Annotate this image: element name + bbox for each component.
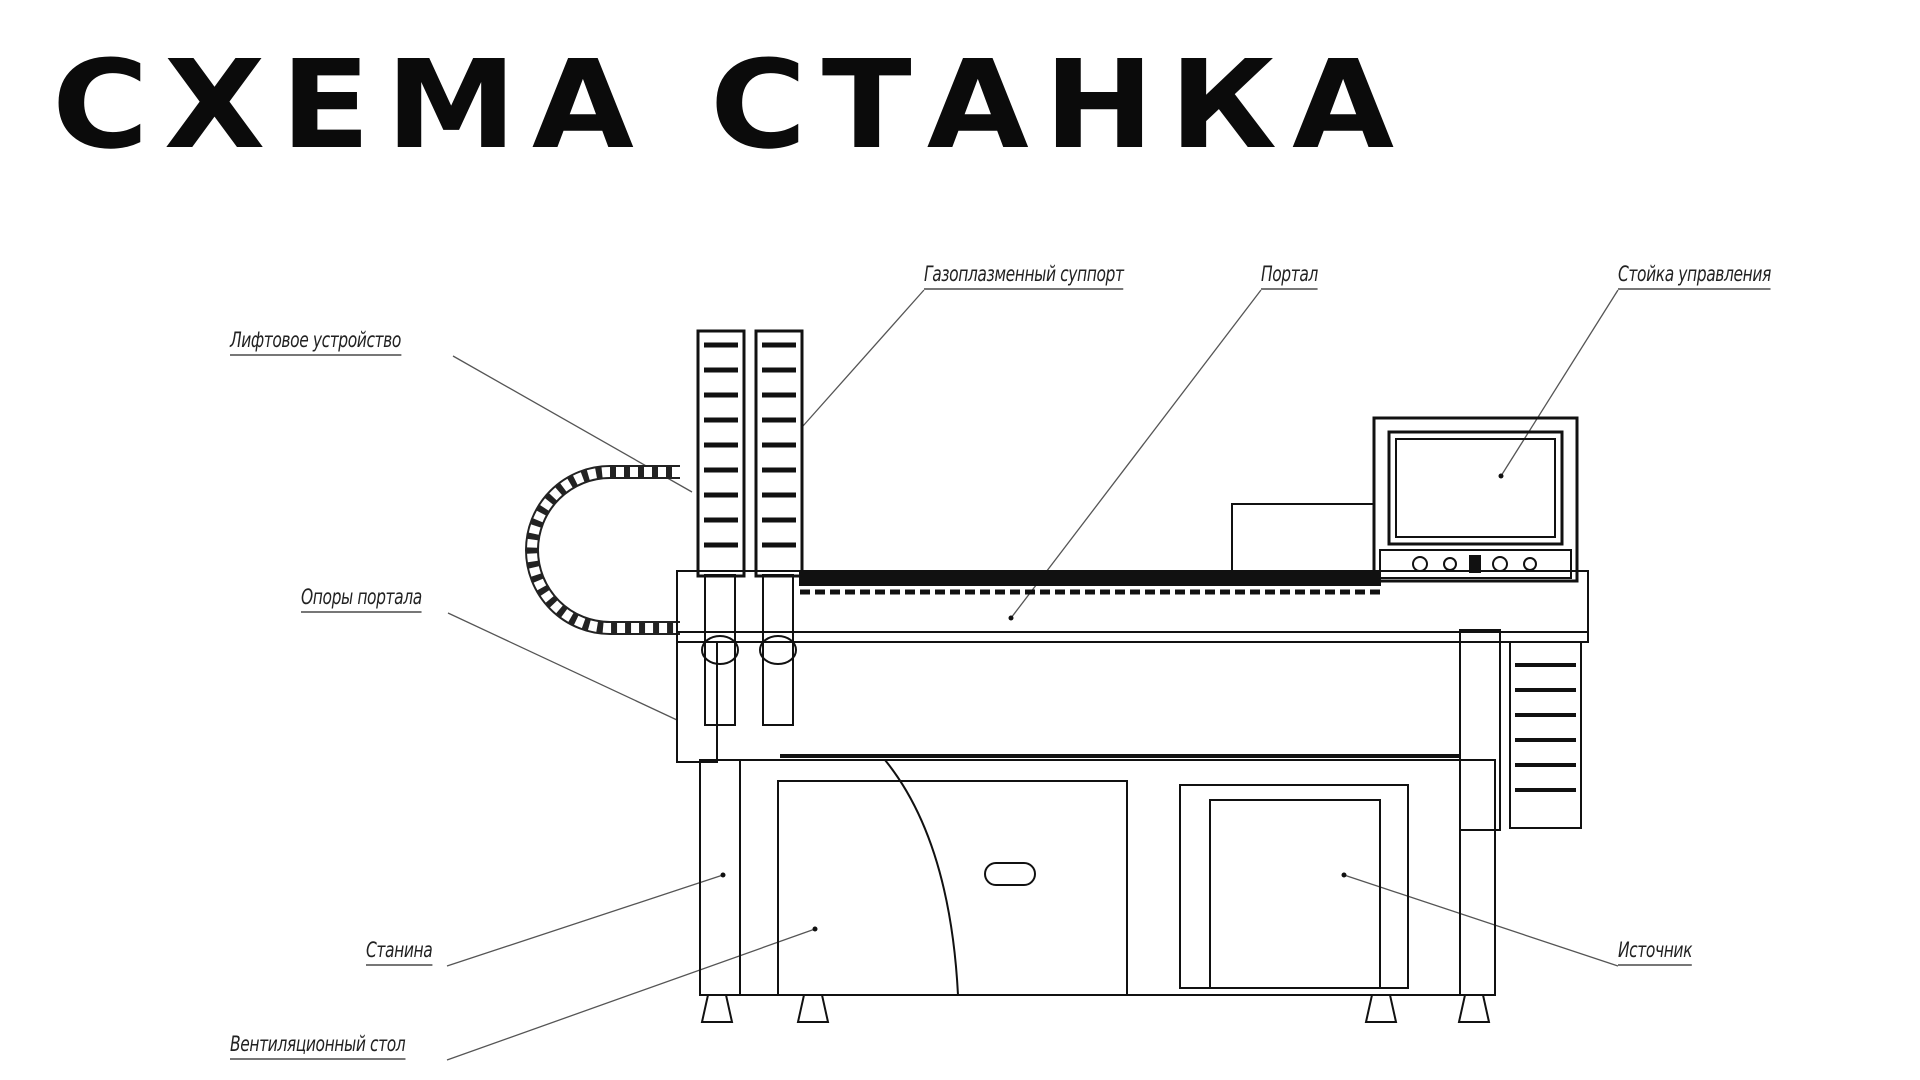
label-ventilation-table: Вентиляционный стол <box>230 1032 406 1060</box>
control-stand <box>1372 416 1579 583</box>
torches <box>701 574 797 726</box>
vertical-cable-chains <box>696 329 804 578</box>
label-gas-plasma-support: Газоплазменный суппорт <box>924 262 1124 290</box>
label-source: Источник <box>1618 938 1692 966</box>
feet <box>700 994 1491 1023</box>
machine-frame <box>699 754 1496 996</box>
leader-lines <box>446 289 1619 1061</box>
label-portal-supports: Опоры портала <box>301 585 422 613</box>
label-portal: Портал <box>1261 262 1318 290</box>
label-lift-device: Лифтовое устройство <box>230 328 401 356</box>
label-control-stand: Стойка управления <box>1618 262 1771 290</box>
page-title: СХЕМА СТАНКА <box>52 34 1410 176</box>
label-frame: Станина <box>366 938 433 966</box>
